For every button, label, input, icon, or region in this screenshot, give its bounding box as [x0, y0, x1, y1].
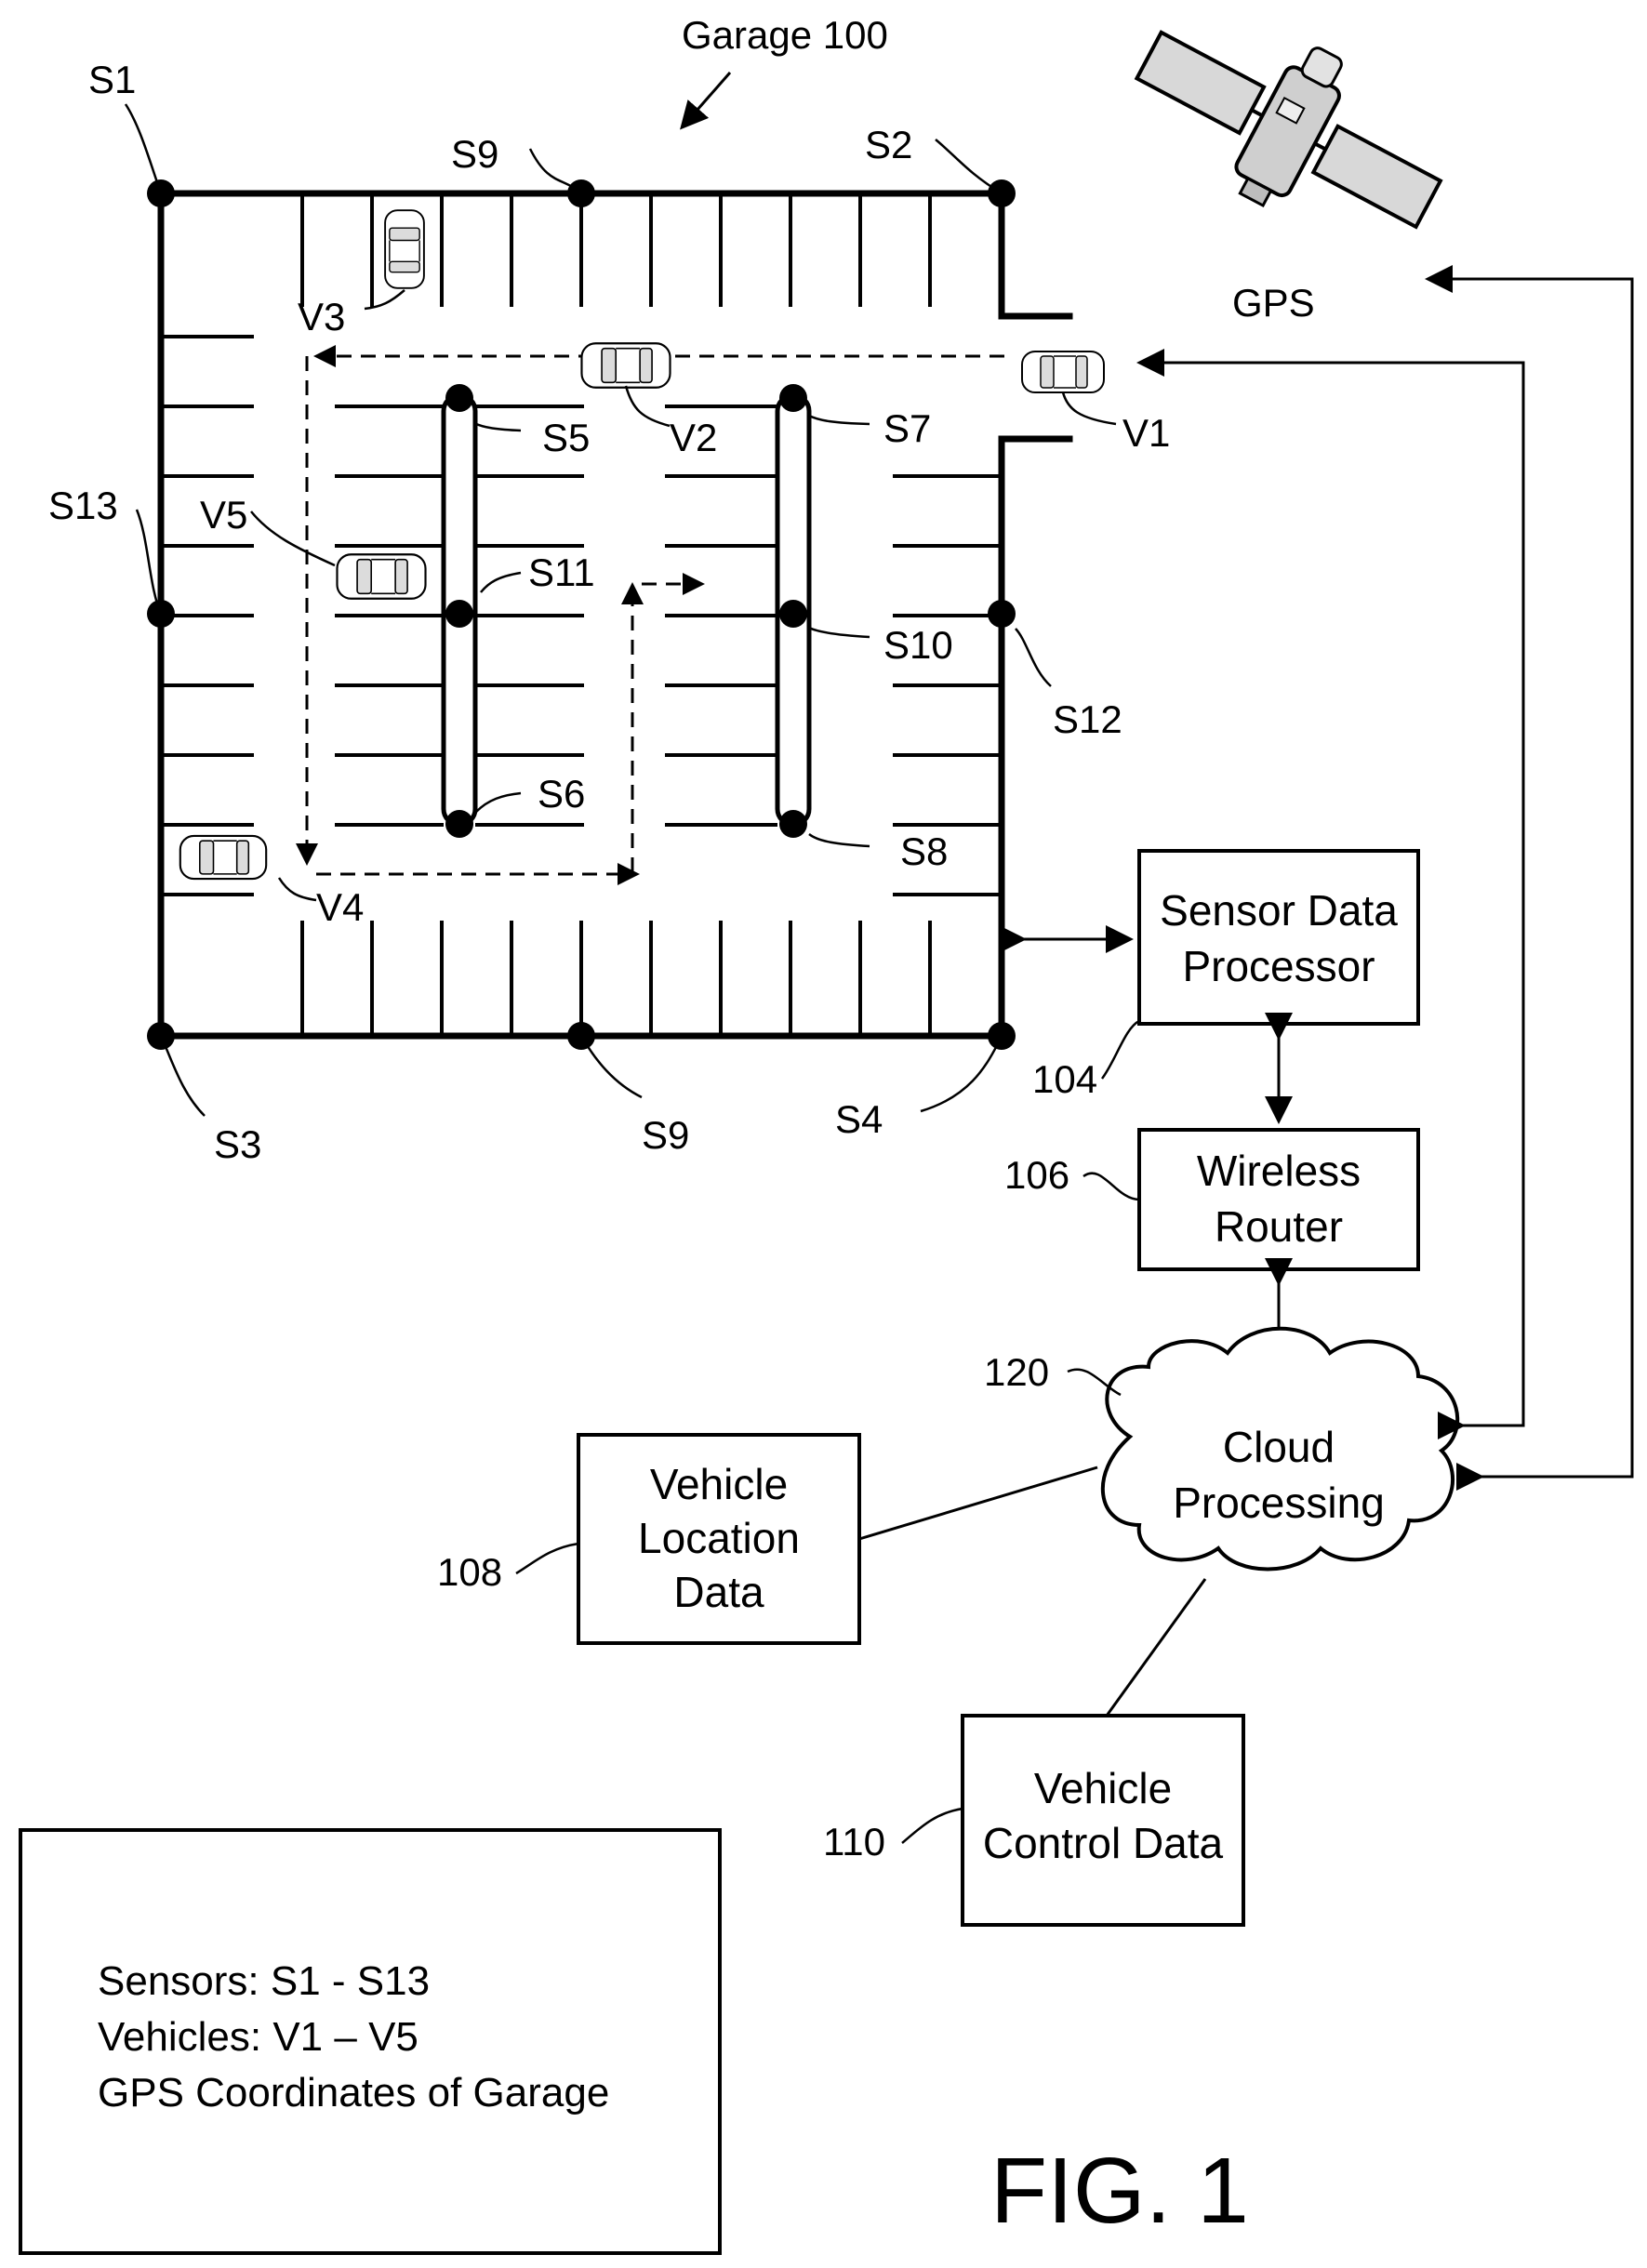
sensor-node-s5	[445, 384, 473, 412]
vehicle-v5	[337, 554, 425, 599]
ref-106: 106	[1004, 1153, 1069, 1197]
legend-line3: GPS Coordinates of Garage	[98, 2070, 609, 2115]
ref-110: 110	[823, 1820, 885, 1863]
vehicle-label-v4: V4	[316, 885, 364, 929]
wireless-router-line2: Router	[1215, 1202, 1343, 1251]
vehicle-v2	[581, 343, 670, 388]
sensor-label-s10: S10	[883, 623, 953, 667]
sensor-label-s7: S7	[883, 406, 931, 450]
legend-line2: Vehicles: V1 – V5	[98, 2014, 418, 2060]
cloud-line1: Cloud	[1223, 1423, 1335, 1471]
vehicle-v3	[385, 210, 424, 288]
vehicle-v4	[180, 836, 266, 879]
wireless-router-line1: Wireless	[1197, 1147, 1361, 1195]
cloud-gps-link	[1430, 279, 1632, 1477]
sensor-node-s8	[779, 810, 807, 838]
ref-108: 108	[437, 1550, 502, 1594]
sensor-label-s9-bottom: S9	[642, 1113, 689, 1157]
label-leader-lines	[126, 104, 1116, 1116]
gps-label: GPS	[1232, 281, 1315, 325]
location-cloud-link	[859, 1467, 1097, 1539]
sensor-processor-line2: Processor	[1182, 942, 1375, 990]
gps-satellite-icon	[1112, 0, 1469, 273]
sensor-label-s9-top: S9	[451, 132, 498, 176]
ref-104: 104	[1032, 1057, 1097, 1101]
vehicle-label-v2: V2	[670, 416, 717, 459]
left-parking-stalls	[161, 337, 254, 895]
sensor-label-s8: S8	[900, 829, 948, 873]
sensor-processor-line1: Sensor Data	[1160, 886, 1398, 935]
ref-120: 120	[984, 1350, 1049, 1394]
sensor-label-s6: S6	[538, 772, 585, 816]
wireless-router-box: Wireless Router	[1139, 1130, 1418, 1269]
vehicle-label-v3: V3	[298, 295, 345, 338]
sensor-label-s1: S1	[88, 58, 136, 101]
vehicle-label-v5: V5	[200, 493, 247, 537]
vehicle-location-line3: Data	[673, 1568, 764, 1616]
sensor-label-s2: S2	[865, 123, 912, 166]
sensor-label-s4: S4	[835, 1097, 883, 1141]
control-cloud-link	[1107, 1579, 1205, 1716]
sensor-label-s3: S3	[214, 1122, 261, 1166]
sensor-label-s11: S11	[528, 550, 595, 594]
legend-line1: Sensors: S1 - S13	[98, 1958, 430, 2004]
garage-title-arrow	[684, 73, 730, 126]
vehicle-control-data-box: Vehicle Control Data	[963, 1716, 1243, 1925]
sensor-node-s6	[445, 810, 473, 838]
cloud-processing: Cloud Processing	[1103, 1329, 1457, 1570]
sensor-data-processor-box: Sensor Data Processor	[1139, 851, 1418, 1024]
sensor-node-s10	[779, 600, 807, 628]
vehicle-control-line2: Control Data	[983, 1819, 1224, 1867]
garage-title: Garage 100	[682, 13, 888, 57]
sensor-label-s12: S12	[1053, 697, 1122, 741]
vehicle-location-line2: Location	[638, 1514, 800, 1562]
sensor-node-s12	[988, 600, 1016, 628]
vehicle-v1	[1022, 351, 1104, 392]
vehicle-label-v1: V1	[1122, 411, 1170, 455]
vehicle-control-line1: Vehicle	[1034, 1764, 1172, 1812]
cloud-line2: Processing	[1173, 1479, 1385, 1527]
sensor-node-s7	[779, 384, 807, 412]
sensor-node-s11	[445, 600, 473, 628]
vehicle-location-data-box: Vehicle Location Data	[578, 1435, 859, 1643]
figure-label: FIG. 1	[990, 2139, 1249, 2243]
sensor-label-s13: S13	[48, 484, 118, 527]
bottom-parking-stalls	[302, 921, 930, 1036]
sensor-label-s5: S5	[542, 416, 590, 459]
legend-box: Sensors: S1 - S13 Vehicles: V1 – V5 GPS …	[20, 1830, 720, 2253]
vehicle-location-line1: Vehicle	[650, 1460, 788, 1508]
